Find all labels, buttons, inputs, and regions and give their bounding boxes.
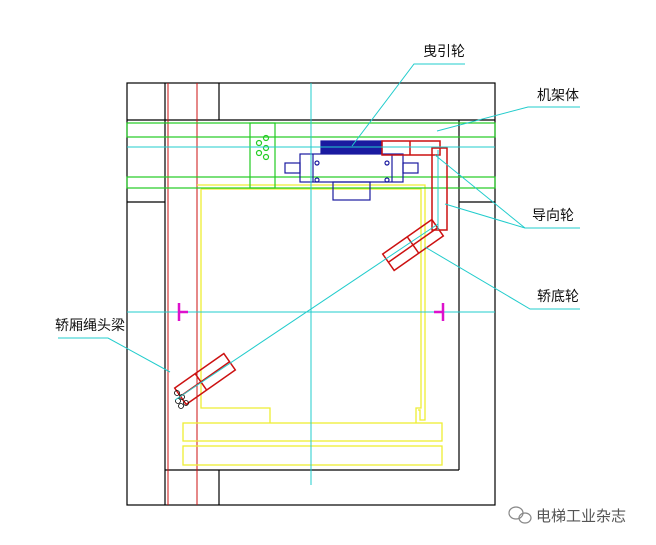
label-traction-sheave: 曳引轮 bbox=[423, 44, 465, 60]
leader-lines bbox=[58, 63, 580, 373]
watermark: 电梯工业杂志 bbox=[536, 507, 626, 525]
markers bbox=[177, 303, 445, 321]
label-car-bottom-pulley: 轿底轮 bbox=[537, 289, 579, 305]
rope-hitch-bolts bbox=[174, 390, 189, 409]
car-outline bbox=[182, 184, 443, 466]
label-car-rope-hitch-beam: 轿厢绳头梁 bbox=[55, 318, 125, 334]
label-guide-pulley: 导向轮 bbox=[532, 208, 574, 224]
traction-machine bbox=[284, 140, 419, 201]
label-machine-frame: 机架体 bbox=[537, 88, 579, 104]
wechat-icon bbox=[508, 506, 532, 524]
counterweight-rails bbox=[167, 83, 198, 505]
centerlines bbox=[127, 83, 495, 485]
